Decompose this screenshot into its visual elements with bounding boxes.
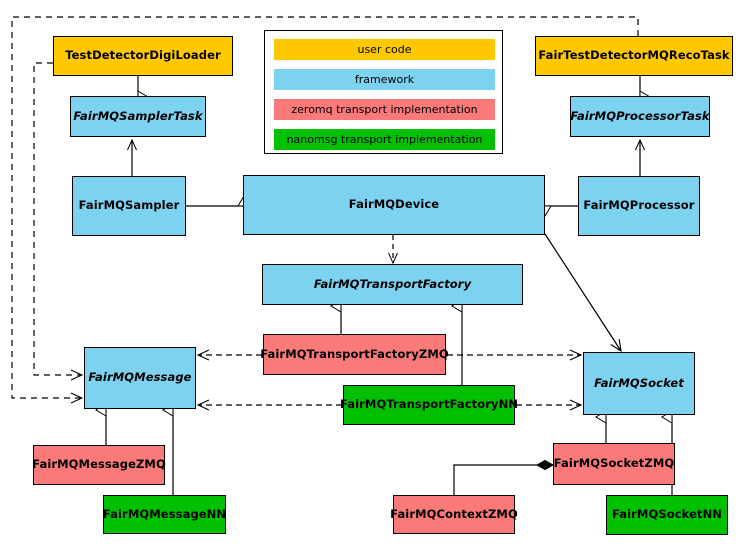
node-fairmq-socket-nn[interactable]: FairMQSocketNN — [606, 495, 728, 535]
node-label: FairMQDevice — [348, 197, 440, 212]
node-label: FairMQSamplerTask — [73, 108, 203, 123]
node-fairmq-device[interactable]: FairMQDevice — [243, 175, 545, 235]
node-label: FairMQProcessor — [583, 198, 695, 213]
legend-item-user-code: user code — [274, 39, 495, 60]
node-fairmq-message-nn[interactable]: FairMQMessageNN — [103, 495, 226, 534]
node-label: FairMQMessageZMQ — [32, 457, 166, 472]
node-fairmq-processor[interactable]: FairMQProcessor — [578, 176, 700, 236]
legend-label: user code — [357, 43, 412, 56]
node-label: FairMQSocketZMQ — [553, 456, 675, 471]
node-test-detector-digi-loader[interactable]: TestDetectorDigiLoader — [53, 36, 233, 76]
legend-label: framework — [354, 73, 415, 86]
legend-item-framework: framework — [274, 69, 495, 90]
node-fairmq-transport-factory-nn[interactable]: FairMQTransportFactoryNN — [339, 385, 519, 425]
node-label: FairMQTransportFactoryNN — [339, 397, 519, 412]
node-label: TestDetectorDigiLoader — [65, 48, 221, 63]
node-fairmq-processor-task[interactable]: FairMQProcessorTask — [570, 96, 710, 137]
node-label: FairMQMessage — [88, 370, 192, 385]
node-label: FairMQContextZMQ — [390, 506, 518, 521]
node-label: FairTestDetectorMQRecoTask — [538, 48, 730, 63]
node-label: FairMQSampler — [78, 198, 180, 213]
legend-item-nanomsg: nanomsg transport implementation — [274, 129, 495, 150]
edge-device-socket — [544, 233, 621, 351]
legend-label: nanomsg transport implementation — [286, 133, 483, 146]
node-label: FairMQMessageNN — [102, 506, 227, 521]
node-fair-test-detector-mq-reco-task[interactable]: FairTestDetectorMQRecoTask — [535, 36, 733, 76]
node-fairmq-sampler-task[interactable]: FairMQSamplerTask — [70, 96, 206, 137]
node-label: FairMQProcessorTask — [570, 108, 710, 123]
node-label: FairMQSocket — [594, 375, 684, 390]
node-fairmq-message[interactable]: FairMQMessage — [84, 347, 196, 409]
legend-panel: user code framework zeromq transport imp… — [264, 30, 503, 154]
node-label: FairMQSocketNN — [611, 507, 723, 522]
node-label: FairMQTransportFactory — [313, 276, 472, 291]
node-fairmq-transport-factory[interactable]: FairMQTransportFactory — [262, 264, 523, 305]
node-fairmq-transport-factory-zmq[interactable]: FairMQTransportFactoryZMQ — [260, 334, 449, 375]
edge-contextzmq-socketzmq — [453, 465, 553, 495]
legend-label: zeromq transport implementation — [291, 103, 478, 116]
node-fairmq-sampler[interactable]: FairMQSampler — [72, 176, 186, 236]
node-fairmq-message-zmq[interactable]: FairMQMessageZMQ — [32, 445, 166, 485]
node-label: FairMQTransportFactoryZMQ — [260, 346, 449, 361]
node-fairmq-context-zmq[interactable]: FairMQContextZMQ — [390, 495, 518, 534]
node-fairmq-socket[interactable]: FairMQSocket — [583, 352, 695, 415]
node-fairmq-socket-zmq[interactable]: FairMQSocketZMQ — [553, 443, 675, 485]
legend-item-zeromq: zeromq transport implementation — [274, 99, 495, 120]
